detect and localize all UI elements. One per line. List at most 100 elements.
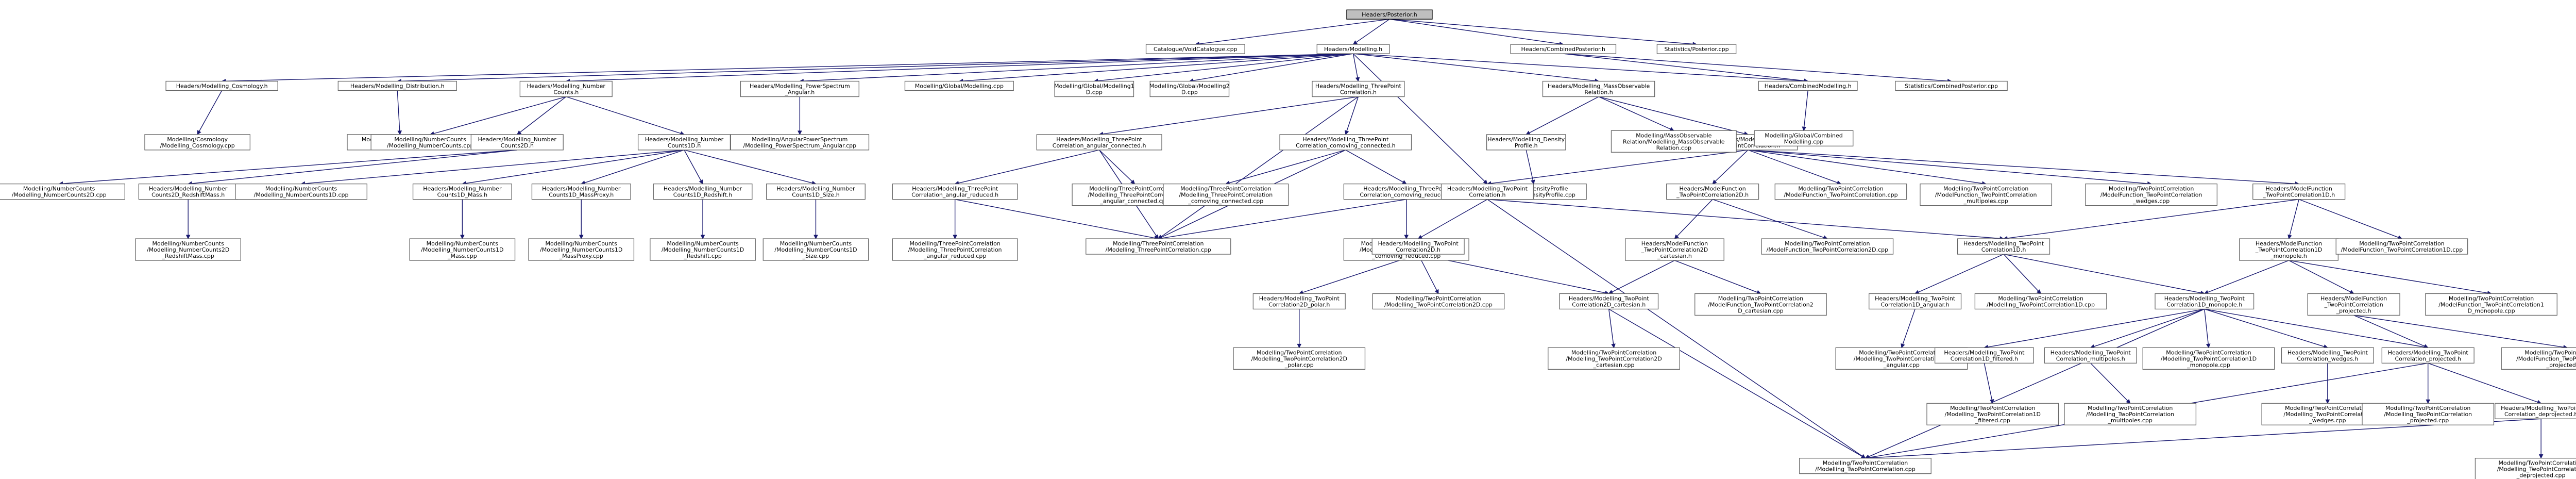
edge-mf-tpc1d-h-to-mf-tpc1d-mono-h <box>2287 199 2299 240</box>
node-nc1d-mp-h[interactable]: Headers/Modelling_NumberCounts1D_MassPro… <box>531 183 631 200</box>
node-dens-h[interactable]: Headers/Modelling_DensityProfile.h <box>1486 134 1566 151</box>
node-tpc-wedg-h[interactable]: Headers/Modelling_TwoPointCorrelation_we… <box>2281 347 2374 364</box>
edge-arrowhead <box>2126 399 2131 404</box>
node-mf-tpc-proj-cpp[interactable]: Modelling/TwoPointCorrelation/ModelFunct… <box>2501 347 2576 370</box>
node-box <box>1486 134 1566 151</box>
node-label-line: Headers/CombinedModelling.h <box>1765 83 1852 90</box>
node-tpc-h[interactable]: Headers/Modelling_TwoPointCorrelation.h <box>1440 183 1534 200</box>
node-mf-tpc2d-cart-h[interactable]: Headers/ModelFunction_TwoPointCorrelatio… <box>1624 238 1724 261</box>
node-mf-tpc1d-mono-h[interactable]: Headers/ModelFunction_TwoPointCorrelatio… <box>2239 238 2338 261</box>
edge-line <box>684 150 702 181</box>
node-tpc3-com-h[interactable]: Headers/Modelling_ThreePointCorrelation_… <box>1279 134 1412 151</box>
node-label-line: /Modelling_PowerSpectrum_Angular.cpp <box>743 142 857 149</box>
node-tpc3-h[interactable]: Headers/Modelling_ThreePointCorrelation.… <box>1312 80 1405 97</box>
node-tpc2d-cart-cpp[interactable]: Modelling/TwoPointCorrelation/Modelling_… <box>1548 347 1680 370</box>
node-tpc1d-mono-cpp[interactable]: Modelling/TwoPointCorrelation/Modelling_… <box>2142 347 2275 370</box>
node-cosmo-cpp[interactable]: Modelling/Cosmology/Modelling_Cosmology.… <box>144 134 251 151</box>
node-mf-tpc-mult-cpp[interactable]: Modelling/TwoPointCorrelation/ModelFunct… <box>1920 183 2053 206</box>
node-nc2d-rm-cpp[interactable]: Modelling/NumberCounts/Modelling_NumberC… <box>135 238 241 261</box>
edge-line <box>519 96 567 133</box>
node-stat-post-cpp[interactable]: Statistics/Posterior.cpp <box>1656 44 1737 54</box>
node-tpc-deproj-cpp[interactable]: Modelling/TwoPointCorrelation/Modelling_… <box>2475 457 2576 479</box>
edge-arrowhead <box>2538 454 2544 459</box>
node-nc1d-size-h[interactable]: Headers/Modelling_NumberCounts1D_Size.h <box>766 183 866 200</box>
node-tpc1d-h[interactable]: Headers/Modelling_TwoPointCorrelation1D.… <box>1957 238 2050 255</box>
node-mf-tpc-wedg-cpp[interactable]: Modelling/TwoPointCorrelation/ModelFunct… <box>2085 183 2217 206</box>
edge-line <box>1748 150 1982 184</box>
node-mf-tpc1d-h[interactable]: Headers/ModelFunction_TwoPointCorrelatio… <box>2252 183 2346 200</box>
node-tpc2d-polar-cpp[interactable]: Modelling/TwoPointCorrelation/Modelling_… <box>1233 347 1366 370</box>
node-tpc1d-cpp[interactable]: Modelling/TwoPointCorrelation/Modelling_… <box>1974 293 2107 310</box>
node-comb-mod-h[interactable]: Headers/CombinedModelling.h <box>1758 80 1858 91</box>
edge-root-to-cat-cpp <box>1195 19 1390 46</box>
node-tpc2d-h[interactable]: Headers/Modelling_TwoPointCorrelation2D.… <box>1371 238 1465 255</box>
node-nc1d-mass-cpp[interactable]: Modelling/NumberCounts/Modelling_NumberC… <box>409 238 516 261</box>
node-tpc3-angred-cpp[interactable]: Modelling/ThreePointCorrelation/Modellin… <box>892 238 1018 261</box>
node-ps-ang-h[interactable]: Headers/Modelling_PowerSpectrum_Angular.… <box>740 80 859 97</box>
node-tpc-mult-cpp[interactable]: Modelling/TwoPointCorrelation/Modelling_… <box>2064 403 2197 425</box>
node-tpc2d-polar-h[interactable]: Headers/Modelling_TwoPointCorrelation2D_… <box>1252 293 1346 310</box>
node-label-line: /Modelling_TwoPointCorrelation2D.cpp <box>1384 301 1493 308</box>
node-tpc1d-ang-h[interactable]: Headers/Modelling_TwoPointCorrelation1D_… <box>1869 293 1962 310</box>
node-tpc1d-filt-cpp[interactable]: Modelling/TwoPointCorrelation/Modelling_… <box>1926 403 2059 425</box>
node-nc2d-h[interactable]: Headers/Modelling_NumberCounts2D.h <box>470 134 564 151</box>
node-comb-post-h[interactable]: Headers/CombinedPosterior.h <box>1510 44 1617 54</box>
node-mf-tpc2d-cpp[interactable]: Modelling/TwoPointCorrelation/ModelFunct… <box>1761 238 1894 255</box>
node-mod-h[interactable]: Headers/Modelling.h <box>1316 44 1390 54</box>
node-tpc2d-cart-h[interactable]: Headers/Modelling_TwoPointCorrelation2D_… <box>1559 293 1659 310</box>
node-glob-comb-cpp[interactable]: Modelling/Global/CombinedModelling.cpp <box>1754 130 1854 146</box>
node-label-line: Modelling/ThreePointCorrelation <box>1089 186 1180 192</box>
node-distr-h[interactable]: Headers/Modelling_Distribution.h <box>337 80 457 91</box>
node-nc1d-rs-h[interactable]: Headers/Modelling_NumberCounts1D_Redshif… <box>653 183 753 200</box>
node-tpc-deproj-h[interactable]: Headers/Modelling_TwoPointCorrelation_de… <box>2495 403 2576 419</box>
node-label-line: _TwoPointCorrelation1D <box>2255 246 2323 253</box>
node-nc1d-size-cpp[interactable]: Modelling/NumberCounts/Modelling_NumberC… <box>762 238 869 261</box>
edge-mod-h-to-ps-ang-h <box>799 53 1353 84</box>
edge-line <box>1099 150 1132 182</box>
node-tpc2d-cpp[interactable]: Modelling/TwoPointCorrelation/Modelling_… <box>1372 293 1505 310</box>
node-cat-cpp[interactable]: Catalogue/VoidCatalogue.cpp <box>1145 44 1245 54</box>
node-tpc3-ang-h[interactable]: Headers/Modelling_ThreePointCorrelation_… <box>1036 134 1162 151</box>
node-tpc-proj-h[interactable]: Headers/Modelling_TwoPointCorrelation_pr… <box>2381 347 2475 364</box>
node-glob-mod-cpp[interactable]: Modelling/Global/Modelling.cpp <box>904 80 1014 91</box>
node-label-line: Modelling/Global/Combined <box>1765 132 1842 139</box>
node-mor-cpp[interactable]: Modelling/MassObservableRelation/Modelli… <box>1611 130 1737 153</box>
node-label-line: _TwoPointCorrelation2D <box>1641 246 1708 253</box>
node-mf-tpc1d-cpp[interactable]: Modelling/TwoPointCorrelation/ModelFunct… <box>2335 238 2468 255</box>
node-mf-tpc2d-cart-cpp[interactable]: Modelling/TwoPointCorrelation/ModelFunct… <box>1694 293 1827 316</box>
node-mf-tpc1d-proj-h[interactable]: Headers/ModelFunction_TwoPointCorrelatio… <box>2307 293 2400 316</box>
node-label-line: Modelling/TwoPointCorrelation <box>1396 295 1481 302</box>
node-tpc1d-filt-h[interactable]: Headers/Modelling_TwoPointCorrelation1D_… <box>1934 347 2034 364</box>
node-tpc-cpp[interactable]: Modelling/TwoPointCorrelation/Modelling_… <box>1799 457 1931 474</box>
node-mf-tpc-cpp[interactable]: Modelling/TwoPointCorrelation/ModelFunct… <box>1774 183 1907 200</box>
node-cosmo-h[interactable]: Headers/Modelling_Cosmology.h <box>165 80 278 91</box>
node-stat-comb-post-cpp[interactable]: Statistics/CombinedPosterior.cpp <box>1895 80 2008 91</box>
node-nc2d-rm-h[interactable]: Headers/Modelling_NumberCounts2D_Redshif… <box>138 183 238 200</box>
node-label-line: Modelling/NumberCounts <box>667 240 739 247</box>
node-label-line: Headers/ModelFunction <box>2320 295 2387 302</box>
node-nc1d-mp-cpp[interactable]: Modelling/NumberCounts/Modelling_NumberC… <box>528 238 635 261</box>
node-mor-h[interactable]: Headers/Modelling_MassObservableRelation… <box>1542 80 1655 97</box>
node-root[interactable]: Headers/Posterior.h <box>1346 9 1433 20</box>
node-mf-tpc1d-mono-cpp[interactable]: Modelling/TwoPointCorrelation/ModelFunct… <box>2425 293 2557 316</box>
node-tpc3-com-cpp[interactable]: Modelling/ThreePointCorrelation/Modellin… <box>1163 183 1289 206</box>
node-mf-tpc2d-h[interactable]: Headers/ModelFunction_TwoPointCorrelatio… <box>1666 183 1759 200</box>
node-tpc-proj-cpp[interactable]: Modelling/TwoPointCorrelation/Modelling_… <box>2362 403 2495 425</box>
node-tpc3-angred-h[interactable]: Headers/Modelling_ThreePointCorrelation_… <box>892 183 1018 200</box>
node-nc1d-mass-h[interactable]: Headers/Modelling_NumberCounts1D_Mass.h <box>412 183 512 200</box>
node-label-line: /Modelling_TwoPointCorrelation.cpp <box>1815 466 1915 473</box>
node-tpc1d-mono-h[interactable]: Headers/Modelling_TwoPointCorrelation1D_… <box>2155 293 2255 310</box>
edge-line <box>1421 199 1488 238</box>
node-nc2d-cpp[interactable]: Modelling/NumberCounts/Modelling_NumberC… <box>0 183 125 200</box>
node-nc1d-rs-cpp[interactable]: Modelling/NumberCounts/Modelling_NumberC… <box>650 238 756 261</box>
node-tpc3-cpp[interactable]: Modelling/ThreePointCorrelation/Modellin… <box>1086 238 1231 255</box>
node-box <box>2085 183 2217 206</box>
node-nc-h[interactable]: Headers/Modelling_NumberCounts.h <box>519 80 613 97</box>
node-nc1d-cpp[interactable]: Modelling/NumberCounts/Modelling_NumberC… <box>235 183 367 200</box>
edge-line <box>2003 254 2039 291</box>
node-tpc-mult-h[interactable]: Headers/Modelling_TwoPointCorrelation_mu… <box>2044 347 2137 364</box>
node-nc1d-h[interactable]: Headers/Modelling_NumberCounts1D.h <box>637 134 731 151</box>
node-ps-ang-cpp[interactable]: Modelling/AngularPowerSpectrum/Modelling… <box>730 134 870 151</box>
